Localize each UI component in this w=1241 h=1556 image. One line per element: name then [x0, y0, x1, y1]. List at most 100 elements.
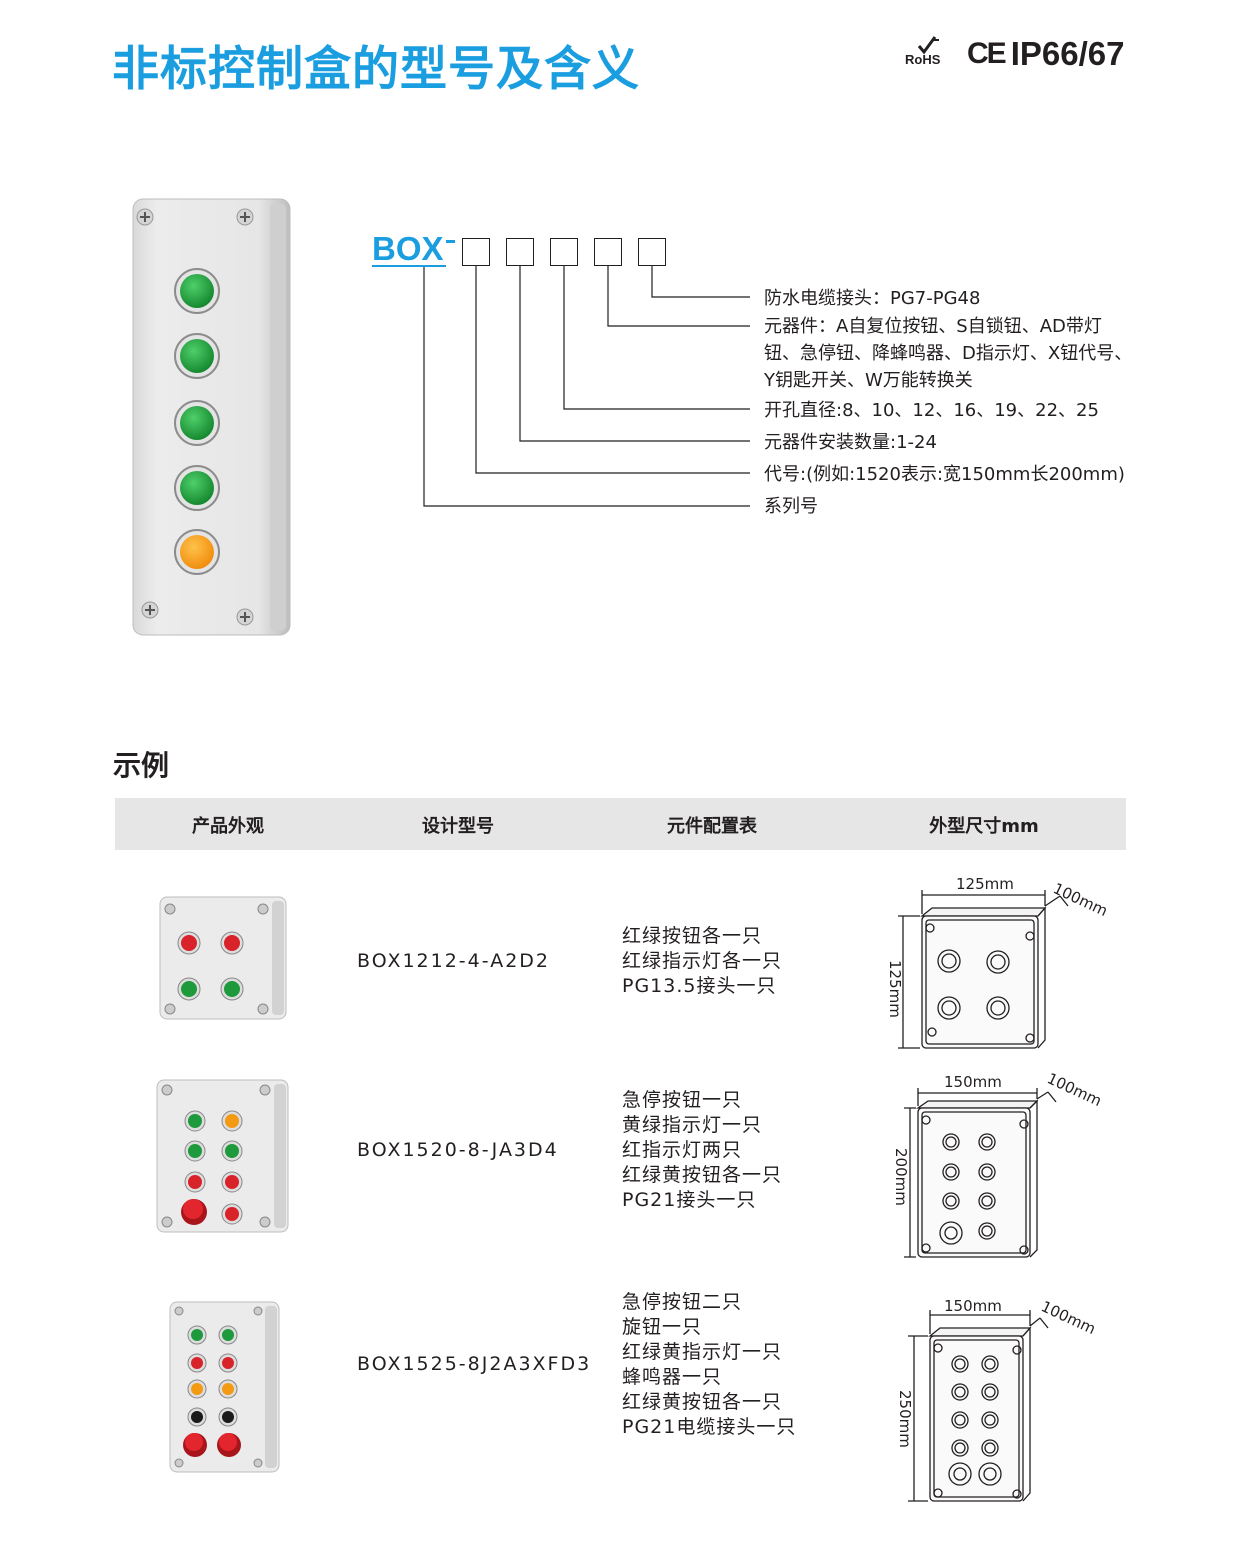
code-prefix: BOX — [372, 230, 444, 267]
component-item: 旋钮一只 — [622, 1316, 703, 1338]
green-button-icon — [221, 1140, 243, 1162]
green-light-icon — [187, 1325, 207, 1345]
screw-icon — [253, 1306, 263, 1316]
height-label: 125mm — [886, 960, 904, 1018]
black-knob-icon — [187, 1407, 207, 1427]
orange-light-icon — [187, 1379, 207, 1399]
screw-icon — [236, 608, 254, 626]
component-list: 红绿按钮各一只 红绿指示灯各一只 PG13.5接头一只 — [622, 924, 782, 999]
component-item: 蜂鸣器一只 — [622, 1366, 723, 1388]
screw-icon — [161, 1216, 173, 1228]
examples-title: 示例 — [113, 749, 170, 782]
dimension-drawing: 150mm 100mm 250mm — [896, 1297, 1098, 1502]
legend-components-cont: Y钥匙开关、W万能转换关 — [764, 370, 973, 391]
depth-label: 100mm — [1044, 1069, 1104, 1110]
emergency-stop-icon — [183, 1433, 207, 1457]
width-label: 150mm — [944, 1297, 1002, 1315]
emergency-stop-icon — [217, 1433, 241, 1457]
green-button-icon — [220, 977, 244, 1001]
orange-button-icon — [174, 529, 220, 575]
column-header: 元件配置表 — [667, 816, 757, 837]
dimension-drawing: 150mm 100mm 200mm — [892, 1069, 1104, 1258]
ip-rating: IP66/67 — [1010, 35, 1125, 72]
column-header: 外型尺寸mm — [929, 816, 1039, 837]
page-title: 非标控制盒的型号及含义 — [112, 42, 640, 97]
red-button-icon — [177, 931, 201, 955]
screw-icon — [257, 903, 269, 915]
height-label: 200mm — [892, 1148, 910, 1206]
width-label: 125mm — [956, 875, 1014, 893]
rohs-label: RoHS — [905, 52, 941, 67]
green-button-icon — [174, 268, 220, 314]
rohs-mark: RoHS — [905, 34, 953, 74]
red-light-icon — [187, 1353, 207, 1373]
code-slot — [638, 238, 666, 266]
red-button-icon — [221, 1203, 243, 1225]
height-label: 250mm — [896, 1390, 914, 1448]
component-item: PG13.5接头一只 — [622, 975, 777, 997]
dimension-drawing: 125mm 100mm 125mm — [886, 875, 1110, 1049]
green-button-icon — [218, 1325, 238, 1345]
legend-components-cont: 钮、急停钮、降蜂鸣器、D指示灯、X钮代号、 — [764, 343, 1133, 364]
green-button-icon — [177, 977, 201, 1001]
component-item: 红指示灯两只 — [622, 1139, 743, 1161]
screw-icon — [253, 1458, 263, 1468]
screw-icon — [174, 1306, 184, 1316]
depth-label: 100mm — [1038, 1297, 1098, 1338]
code-dash — [446, 240, 455, 243]
depth-label: 100mm — [1050, 879, 1110, 920]
screw-icon — [259, 1216, 271, 1228]
product-photo — [156, 1079, 289, 1233]
component-item: PG21电缆接头一只 — [622, 1416, 797, 1438]
product-photo — [159, 896, 287, 1020]
red-button-icon — [221, 1171, 243, 1193]
screw-icon — [164, 903, 176, 915]
legend-components: 元器件：A自复位按钮、S自锁钮、AD带灯 — [764, 316, 1102, 337]
screw-icon — [257, 1003, 269, 1015]
product-photo — [169, 1301, 280, 1473]
component-item: 红绿黄按钮各一只 — [622, 1164, 783, 1186]
certification-marks: RoHS CE IP66/67 — [905, 34, 1124, 74]
red-button-icon — [218, 1353, 238, 1373]
table-header: 产品外观 设计型号 元件配置表 外型尺寸mm — [115, 798, 1126, 850]
product-photo-large — [132, 198, 291, 636]
component-item: 急停按钮二只 — [622, 1291, 743, 1313]
green-button-icon — [174, 465, 220, 511]
width-label: 150mm — [944, 1073, 1002, 1091]
emergency-stop-icon — [181, 1199, 207, 1225]
rohs-check-icon — [917, 36, 939, 55]
component-list: 急停按钮一只 黄绿指示灯一只 红指示灯两只 红绿黄按钮各一只 PG21接头一只 — [622, 1088, 782, 1213]
legend-cable-gland: 防水电缆接头：PG7-PG48 — [764, 288, 981, 309]
screw-icon — [259, 1084, 271, 1096]
legend-size-code: 代号:(例如:1520表示:宽150mm长200mm) — [764, 464, 1125, 485]
model-number: BOX1525-8J2A3XFD3 — [357, 1353, 592, 1375]
green-button-icon — [174, 333, 220, 379]
model-number: BOX1520-8-JA3D4 — [357, 1139, 559, 1161]
orange-button-icon — [218, 1379, 238, 1399]
component-item: 红绿按钮各一只 — [622, 925, 763, 947]
green-light-icon — [184, 1110, 206, 1132]
screw-icon — [161, 1084, 173, 1096]
component-item: 红绿黄按钮各一只 — [622, 1391, 783, 1413]
screw-icon — [236, 208, 254, 226]
red-button-icon — [184, 1171, 206, 1193]
buzzer-icon — [218, 1407, 238, 1427]
code-slot — [506, 238, 534, 266]
code-slot — [550, 238, 578, 266]
model-number: BOX1212-4-A2D2 — [357, 950, 550, 972]
legend-quantity: 元器件安装数量:1-24 — [764, 432, 937, 453]
column-header: 设计型号 — [422, 816, 494, 837]
green-button-icon — [174, 400, 220, 446]
component-item: PG21接头一只 — [622, 1189, 757, 1211]
component-list: 急停按钮二只 旋钮一只 红绿黄指示灯一只 蜂鸣器一只 红绿黄按钮各一只 PG21… — [622, 1290, 796, 1440]
component-item: 红绿黄指示灯一只 — [622, 1341, 783, 1363]
component-item: 红绿指示灯各一只 — [622, 950, 783, 972]
code-slot — [462, 238, 490, 266]
legend-series: 系列号 — [764, 496, 818, 517]
red-button-icon — [220, 931, 244, 955]
component-item: 黄绿指示灯一只 — [622, 1114, 763, 1136]
screw-icon — [136, 208, 154, 226]
code-slot — [594, 238, 622, 266]
screw-icon — [164, 1003, 176, 1015]
screw-icon — [174, 1458, 184, 1468]
